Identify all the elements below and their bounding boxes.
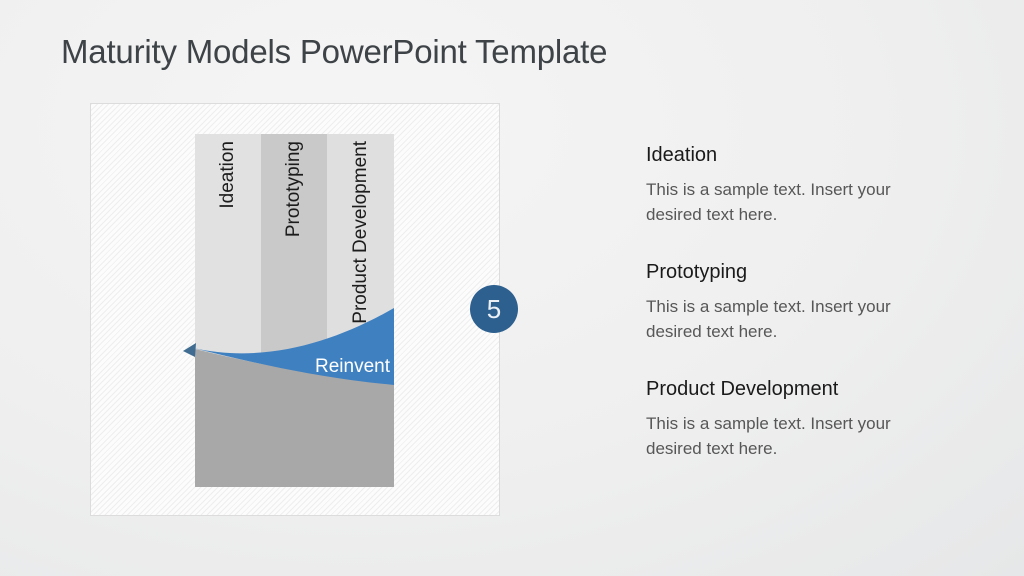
stage-label-product-development: Product Development	[350, 141, 371, 324]
detail-body: This is a sample text. Insert your desir…	[646, 414, 891, 458]
detail-heading: Prototyping	[646, 261, 748, 283]
detail-heading: Product Development	[646, 378, 839, 400]
base-gray-area	[195, 349, 394, 487]
step-number-badge: 5	[470, 285, 518, 333]
curve-arrow-tip-icon	[183, 343, 196, 357]
detail-block-prototyping: Prototyping This is a sample text. Inser…	[646, 260, 898, 344]
stage-column-ideation	[195, 134, 261, 384]
step-number: 5	[486, 294, 502, 324]
detail-body: This is a sample text. Insert your desir…	[646, 297, 891, 341]
detail-block-product-development: Product Development This is a sample tex…	[646, 377, 898, 461]
stage-label-prototyping: Prototyping	[283, 141, 304, 238]
detail-body: This is a sample text. Insert your desir…	[646, 180, 891, 224]
stage-label-ideation: Ideation	[217, 141, 238, 209]
maturity-curve-graphic	[183, 308, 394, 487]
detail-heading: Ideation	[646, 144, 718, 166]
reinvent-label: Reinvent	[315, 356, 390, 377]
detail-block-ideation: Ideation This is a sample text. Insert y…	[646, 143, 898, 227]
reinvent-curve	[193, 308, 394, 385]
slide-title: Maturity Models PowerPoint Template	[61, 33, 608, 70]
